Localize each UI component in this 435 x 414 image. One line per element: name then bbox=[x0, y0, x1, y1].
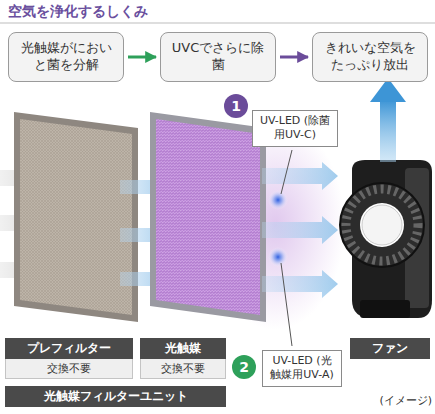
uv-c-led bbox=[268, 190, 288, 210]
part-label-bar: 光触媒交換不要 bbox=[140, 338, 226, 379]
step-box: 光触媒がにおいと菌を分解 bbox=[8, 32, 124, 82]
step-text-wrap: 光触媒がにおいと菌を分解 bbox=[17, 40, 115, 74]
node-text: プレフィルター bbox=[5, 338, 133, 359]
step-text-wrap: きれいな空気をたっぷり放出 bbox=[321, 40, 419, 74]
fan bbox=[340, 160, 432, 318]
led-callout-box: UV-LED (光触媒用UV-A) bbox=[262, 350, 342, 387]
callout-number: 1 bbox=[224, 94, 248, 118]
node-text: UV-LED (除菌用UV-C) bbox=[257, 114, 333, 143]
node-text: UVCでさらに除菌 bbox=[169, 40, 267, 74]
clean-air-arrows bbox=[262, 162, 338, 298]
prefilter-panel bbox=[14, 112, 138, 322]
uv-a-led bbox=[268, 247, 288, 267]
node-text: 光触媒フィルターユニット bbox=[5, 386, 226, 407]
leader-line bbox=[281, 263, 292, 346]
node-text: ファン bbox=[350, 338, 430, 359]
flow-arrow bbox=[128, 56, 156, 59]
part-label-bar: ファン bbox=[350, 338, 430, 359]
led-callout-box: UV-LED (除菌用UV-C) bbox=[252, 110, 338, 147]
part-label-bar: プレフィルター交換不要 bbox=[5, 338, 133, 379]
title-rule bbox=[0, 23, 435, 24]
image-note: (イメージ) bbox=[370, 393, 432, 409]
outflow-arrow bbox=[370, 78, 406, 162]
photocatalyst-panel bbox=[150, 112, 266, 322]
callout-circle bbox=[224, 94, 248, 118]
callout-number: 2 bbox=[232, 355, 256, 379]
step-box: きれいな空気をたっぷり放出 bbox=[312, 32, 428, 82]
unit-label-bar: 光触媒フィルターユニット bbox=[5, 386, 226, 407]
node-text: きれいな空気をたっぷり放出 bbox=[321, 40, 419, 74]
node-text: UV-LED (光触媒用UV-A) bbox=[267, 354, 337, 383]
node-subtext: 交換不要 bbox=[5, 359, 133, 379]
diagram-title: 空気を浄化するしくみ bbox=[8, 3, 148, 21]
step-box: UVCでさらに除菌 bbox=[160, 32, 276, 82]
flow-arrow bbox=[280, 56, 308, 59]
node-subtext: 交換不要 bbox=[140, 359, 226, 379]
leader-line bbox=[281, 150, 292, 194]
callout-circle bbox=[232, 355, 256, 379]
step-text-wrap: UVCでさらに除菌 bbox=[169, 40, 267, 74]
node-text: 光触媒 bbox=[140, 338, 226, 359]
node-text: 光触媒がにおいと菌を分解 bbox=[17, 40, 115, 74]
